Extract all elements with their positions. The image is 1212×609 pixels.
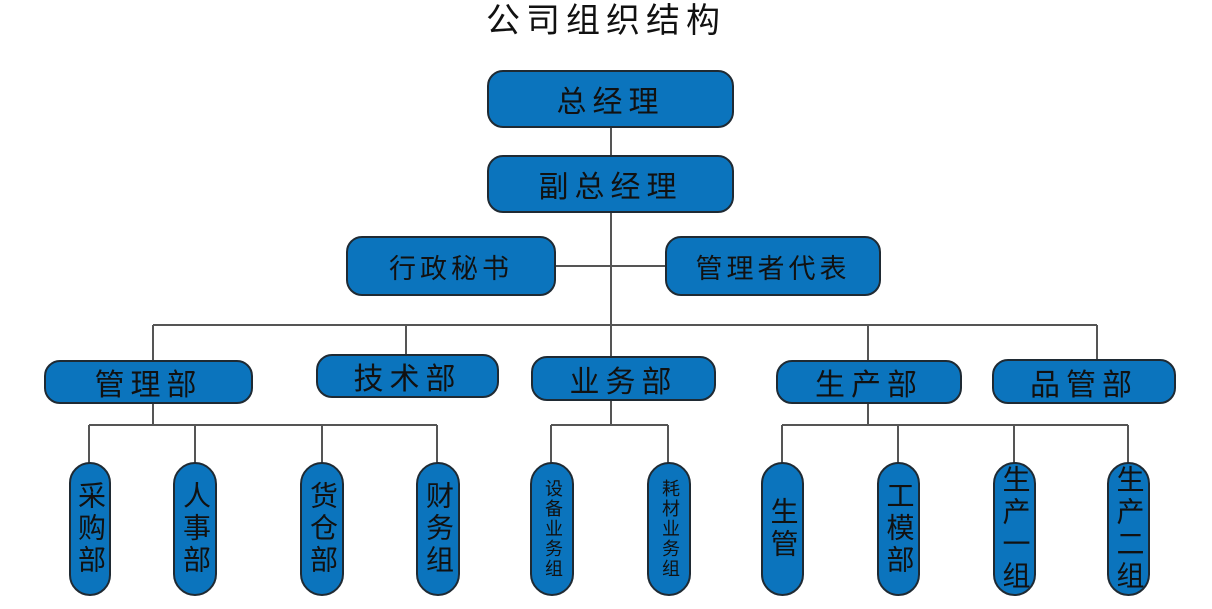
node-business-dept: 业务部 [531,356,716,401]
node-management-dept: 管理部 [44,360,253,404]
chart-title: 公司组织结构 [486,1,726,41]
node-consumables-business-group: 耗材业务组 [647,462,691,596]
node-general-manager: 总经理 [487,70,734,128]
node-warehouse-dept: 货仓部 [300,462,344,596]
node-hr-dept: 人事部 [173,462,217,596]
node-tooling-dept: 工模部 [877,462,920,596]
node-deputy-general-manager: 副总经理 [487,155,734,213]
node-management-representative: 管理者代表 [665,236,881,296]
node-equipment-business-group: 设备业务组 [530,462,574,596]
node-finance-group: 财务组 [416,462,460,596]
node-admin-secretary: 行政秘书 [346,236,556,296]
node-quality-control-dept: 品管部 [992,359,1176,404]
node-production-group-1: 生产一组 [993,462,1036,596]
node-procurement-dept: 采购部 [69,462,111,596]
node-production-dept: 生产部 [776,360,962,404]
node-production-group-2: 生产二组 [1107,462,1150,596]
node-technology-dept: 技术部 [316,354,499,398]
node-production-management: 生管 [761,462,804,596]
